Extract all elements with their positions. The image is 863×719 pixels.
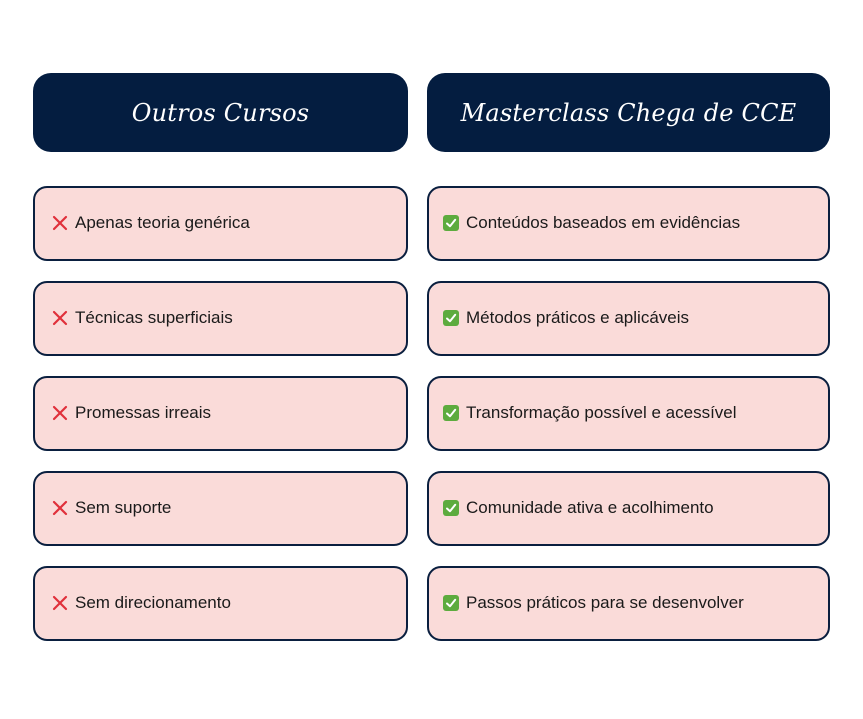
list-item: Passos práticos para se desenvolver	[427, 566, 830, 641]
list-item: Conteúdos baseados em evidências	[427, 186, 830, 261]
cross-icon	[51, 404, 69, 422]
list-item: Técnicas superficiais	[33, 281, 408, 356]
list-item: Transformação possível e acessível	[427, 376, 830, 451]
list-item-label: Conteúdos baseados em evidências	[466, 213, 741, 232]
list-item-label: Apenas teoria genérica	[75, 213, 250, 232]
list-item-label: Comunidade ativa e acolhimento	[466, 498, 714, 517]
column-header: Masterclass Chega de CCE	[427, 73, 830, 152]
list-item: Sem suporte	[33, 471, 408, 546]
column-title: Outros Cursos	[131, 98, 310, 127]
column-header: Outros Cursos	[33, 73, 408, 152]
cross-icon	[51, 594, 69, 612]
list-item-label: Sem suporte	[75, 498, 172, 517]
checkmark-icon	[442, 594, 460, 612]
list-item: Sem direcionamento	[33, 566, 408, 641]
cross-icon	[51, 499, 69, 517]
cross-icon	[51, 309, 69, 327]
list-item-label: Sem direcionamento	[75, 593, 231, 612]
list-item: Métodos práticos e aplicáveis	[427, 281, 830, 356]
list-item: Promessas irreais	[33, 376, 408, 451]
cross-icon	[51, 214, 69, 232]
list-item-label: Promessas irreais	[75, 403, 212, 422]
comparison-column-masterclass: Masterclass Chega de CCE Conteúdos basea…	[427, 73, 830, 641]
checkmark-icon	[442, 404, 460, 422]
checkmark-icon	[442, 499, 460, 517]
column-title: Masterclass Chega de CCE	[460, 98, 797, 127]
list-item-label: Métodos práticos e aplicáveis	[466, 308, 690, 327]
list-item-label: Técnicas superficiais	[75, 308, 233, 327]
list-item-label: Passos práticos para se desenvolver	[466, 593, 744, 612]
list-item: Comunidade ativa e acolhimento	[427, 471, 830, 546]
list-item: Apenas teoria genérica	[33, 186, 408, 261]
list-item-label: Transformação possível e acessível	[466, 403, 737, 422]
comparison-column-outros-cursos: Outros Cursos Apenas teoria genérica Téc…	[33, 73, 408, 641]
checkmark-icon	[442, 214, 460, 232]
checkmark-icon	[442, 309, 460, 327]
